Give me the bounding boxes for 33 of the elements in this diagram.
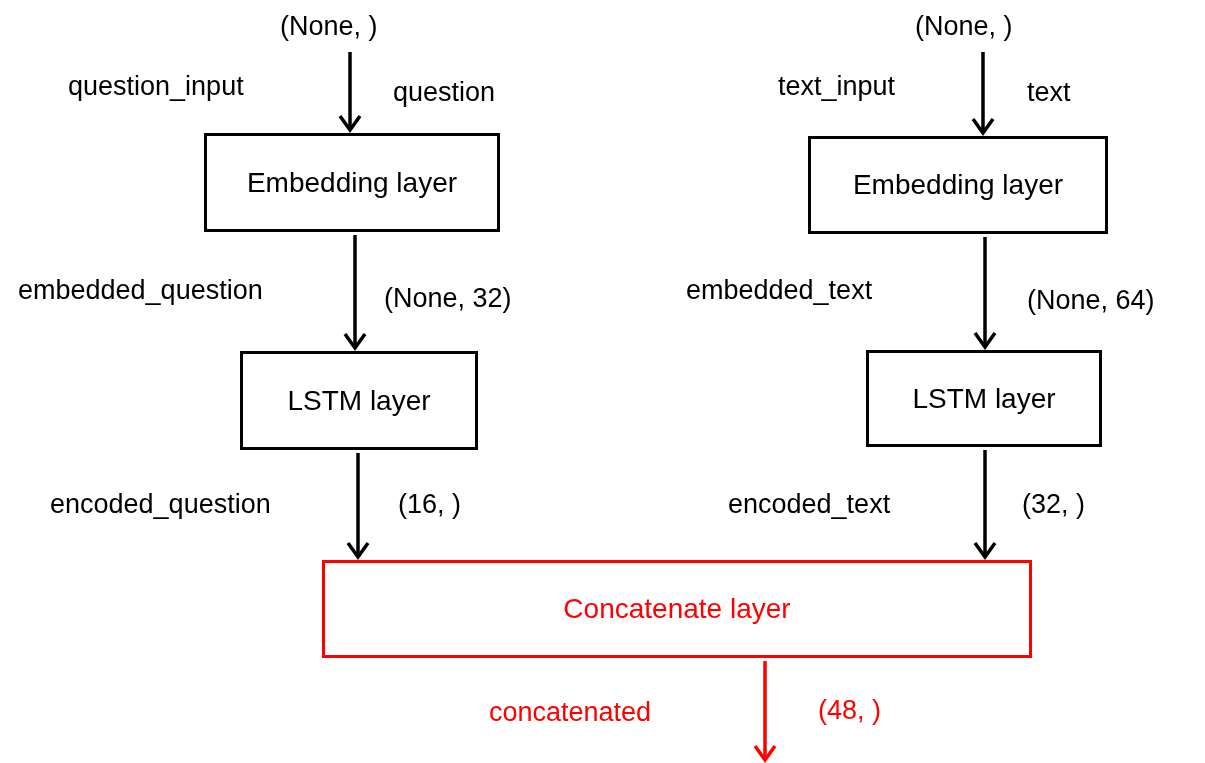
- tensor-label: embedded_text: [686, 274, 873, 307]
- tensor-label: (None, 64): [1027, 284, 1155, 317]
- tensor-label: text_input: [778, 70, 896, 103]
- layer-name: Embedding layer: [852, 168, 1064, 202]
- layer-box: [204, 133, 500, 232]
- tensor-label: question: [393, 76, 496, 109]
- layer-name: LSTM layer: [912, 381, 1056, 416]
- tensor-label: embedded_question: [18, 274, 263, 307]
- layer-box: [240, 351, 478, 450]
- tensor-label: (None, ): [915, 10, 1013, 43]
- tensor-label: question_input: [68, 70, 244, 103]
- arrow: [971, 52, 995, 136]
- tensor-label: (48, ): [818, 694, 882, 727]
- tensor-label: (32, ): [1022, 488, 1086, 521]
- arrow: [753, 661, 777, 763]
- tensor-label: (16, ): [398, 488, 462, 521]
- layer-box: [322, 560, 1032, 658]
- arrow: [346, 453, 370, 560]
- tensor-label: (None, ): [280, 10, 378, 43]
- tensor-label: (None, 32): [384, 282, 512, 315]
- arrow: [343, 235, 367, 351]
- layer-box: [866, 350, 1102, 447]
- tensor-label: encoded_question: [50, 488, 271, 521]
- tensor-label: text: [1027, 76, 1071, 109]
- arrow: [973, 237, 997, 350]
- layer-name: Embedding layer: [246, 165, 458, 200]
- layer-box: [808, 136, 1108, 234]
- arrow: [338, 52, 362, 133]
- layer-name: LSTM layer: [287, 383, 431, 418]
- tensor-label: encoded_text: [728, 488, 891, 521]
- tensor-label: concatenated: [489, 696, 652, 729]
- arrow: [973, 450, 997, 560]
- layer-name: Concatenate layer: [563, 592, 791, 626]
